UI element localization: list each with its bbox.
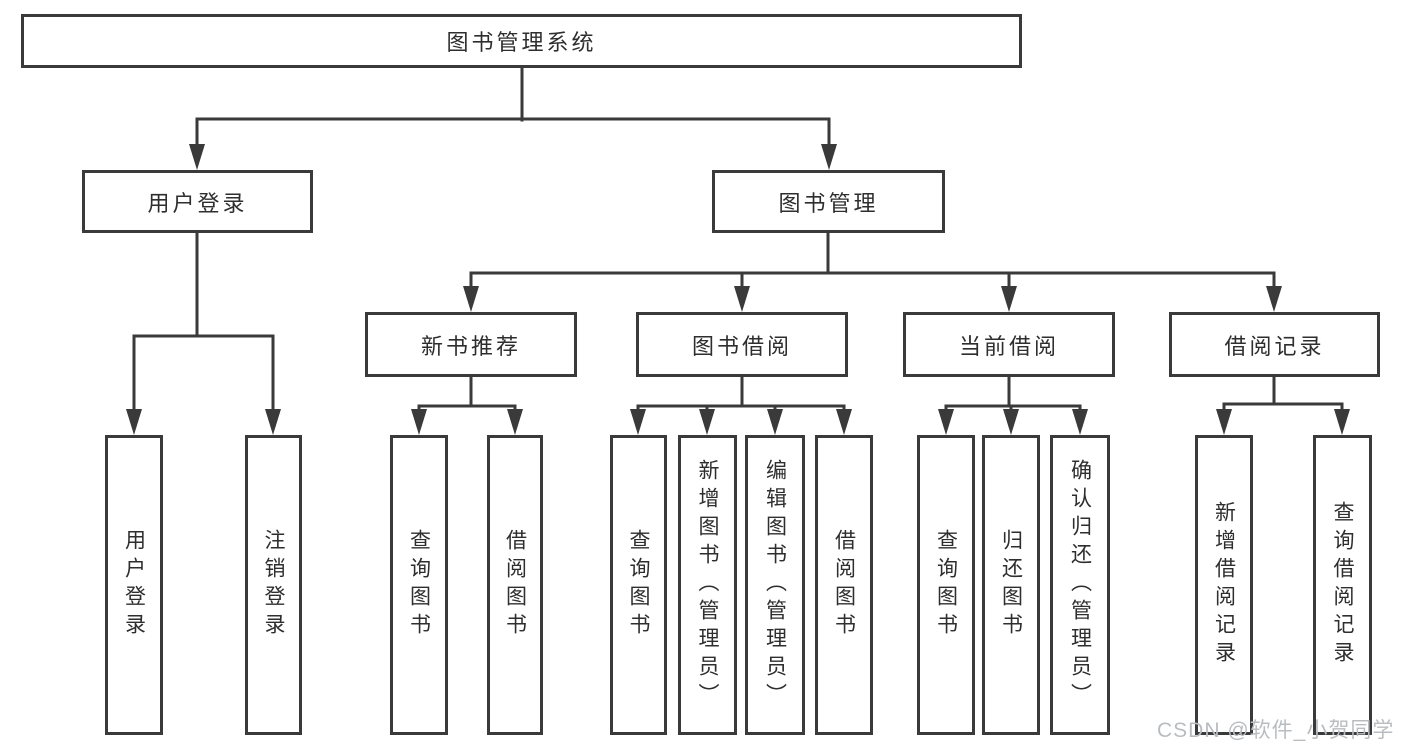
node-new-book-recommendation: 新书推荐 [365,312,577,377]
node-borrowing-records: 借阅记录 [1169,312,1380,377]
node-library-management-system: 图书管理系统 [21,14,1022,68]
node-return-books: 归还图书 [982,435,1040,735]
node-label: 确认归还（管理员） [1068,459,1092,711]
node-label: 查询图书 [627,529,650,641]
node-query-borrow-record: 查询借阅记录 [1313,435,1372,735]
node-user-login: 用户登录 [82,170,313,233]
node-borrow-books-recommend: 借阅图书 [487,435,543,735]
node-query-books-current: 查询图书 [917,435,975,735]
node-label: 用户登录 [122,529,146,641]
node-query-books-recommend: 查询图书 [390,435,448,735]
node-borrow-books-borrowing: 借阅图书 [815,435,873,735]
node-add-borrow-record: 新增借阅记录 [1195,435,1253,735]
node-query-books-borrowing: 查询图书 [610,435,667,735]
node-label: 归还图书 [999,529,1023,641]
node-book-management: 图书管理 [712,170,945,233]
node-label: 注销登录 [262,529,285,641]
node-label: 借阅图书 [832,529,856,641]
csdn-watermark: CSDN @软件_小贺同学 [1157,719,1395,742]
node-label: 查询借阅记录 [1331,501,1354,669]
node-current-borrowing: 当前借阅 [903,312,1115,377]
node-user-login-leaf: 用户登录 [105,435,163,735]
node-book-borrowing: 图书借阅 [636,312,848,377]
node-edit-books-admin: 编辑图书（管理员） [745,435,805,735]
node-label: 编辑图书（管理员） [763,459,787,711]
node-confirm-return-admin: 确认归还（管理员） [1050,435,1110,735]
node-logout: 注销登录 [245,435,302,735]
node-label: 新增借阅记录 [1212,501,1236,669]
node-label: 查询图书 [934,529,958,641]
node-label: 新增图书（管理员） [696,459,719,711]
node-label: 借阅图书 [503,529,527,641]
node-label: 查询图书 [407,529,431,641]
node-add-books-admin: 新增图书（管理员） [678,435,737,735]
